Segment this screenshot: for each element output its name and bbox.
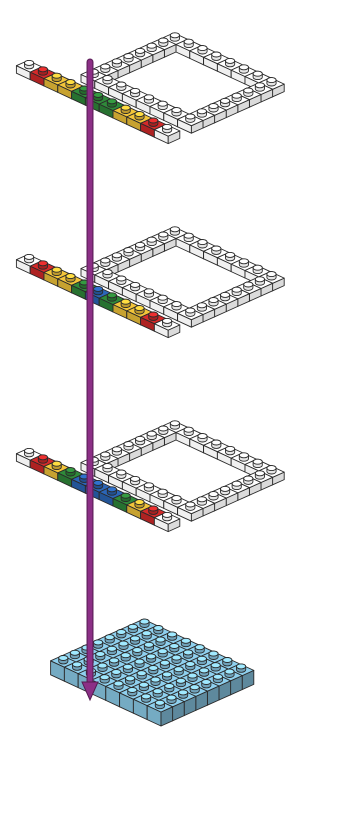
layer-1	[15, 32, 285, 145]
placement-arrow	[81, 58, 99, 702]
base-plate	[50, 618, 255, 727]
layer-3	[15, 420, 285, 533]
layer-2	[15, 226, 285, 339]
